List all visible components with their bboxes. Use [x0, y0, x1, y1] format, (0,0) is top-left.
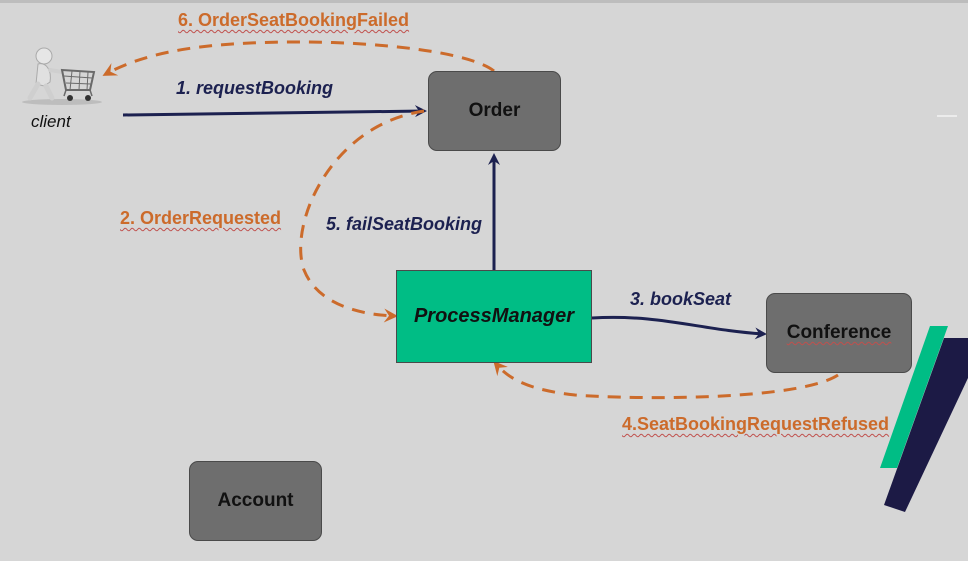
- client-label: client: [31, 112, 71, 131]
- arrow-seat-booking-refused: [493, 360, 839, 400]
- message-seat-booking-refused-text: 4.SeatBookingRequestRefused: [622, 414, 890, 434]
- top-border-line: [0, 0, 968, 3]
- decorative-navy-bar: [884, 338, 968, 512]
- account-node[interactable]: Account: [189, 461, 322, 541]
- arrow-book-seat: [591, 315, 767, 340]
- arrow-order-seat-booking-failed: [102, 40, 495, 76]
- message-order-requested-text: 2. OrderRequested: [120, 208, 282, 228]
- conference-label: Conference: [786, 322, 892, 343]
- message-book-seat: 3. bookSeat: [630, 289, 732, 309]
- client-icon: [22, 47, 102, 105]
- message-order-requested: 2. OrderRequested: [120, 208, 281, 229]
- message-request-booking: 1. requestBooking: [176, 78, 334, 98]
- message-order-seat-booking-failed-text: 6. OrderSeatBookingFailed: [178, 10, 410, 30]
- arrow-order-requested: [299, 109, 425, 323]
- process-manager-node[interactable]: ProcessManager: [396, 270, 592, 363]
- decorative-green-bar: [880, 326, 948, 468]
- order-node[interactable]: Order: [428, 71, 561, 151]
- message-fail-seat-booking: 5. failSeatBooking: [326, 214, 483, 234]
- conference-node[interactable]: Conference: [766, 293, 912, 373]
- message-seat-booking-refused: 4.SeatBookingRequestRefused: [622, 414, 889, 435]
- message-order-seat-booking-failed: 6. OrderSeatBookingFailed: [178, 10, 409, 31]
- arrow-request-booking: [122, 105, 427, 118]
